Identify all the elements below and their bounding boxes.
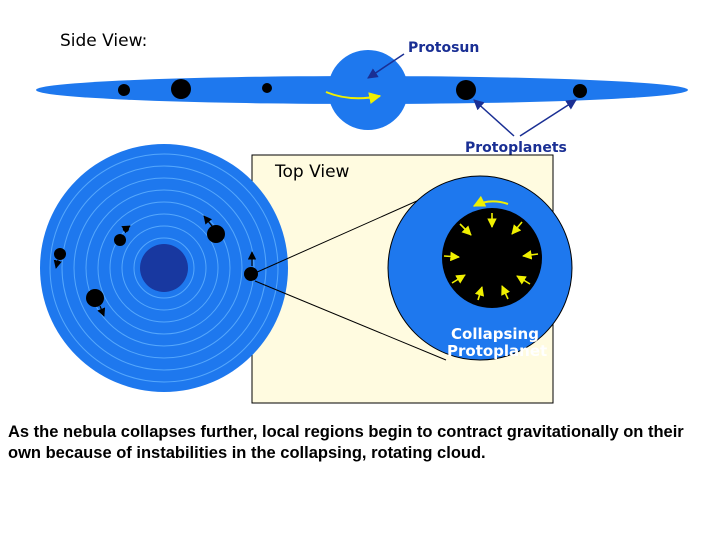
protoplanet (456, 80, 476, 100)
collapsing-label-line1: Collapsing (451, 325, 539, 343)
collapsing-protoplanet: Collapsing Protoplanet (387, 175, 573, 361)
protosun-core (140, 244, 188, 292)
protoplanet (114, 234, 126, 246)
top-view-label: Top View (274, 162, 350, 182)
rotation-arrow (472, 195, 509, 207)
protosun-label: Protosun (408, 40, 479, 56)
side-view-label: Side View: (60, 31, 147, 51)
protoplanets-label: Protoplanets (465, 140, 567, 156)
zoom-line-bottom (254, 280, 447, 361)
protosun-pointer (367, 53, 405, 79)
protoplanet (118, 84, 130, 96)
nebula-top-view (40, 144, 288, 392)
protoplanet (573, 84, 587, 98)
protoplanets-pointer (519, 99, 577, 137)
side-view: Side View: Protosun Protoplanets (36, 31, 688, 156)
selected-protoplanet (244, 267, 258, 281)
protoplanet (171, 79, 191, 99)
caption: As the nebula collapses further, local r… (8, 423, 684, 462)
protoplanet (86, 289, 104, 307)
protoplanet (54, 248, 66, 260)
protoplanet (207, 225, 225, 243)
collapsing-label-line2: Protoplanet (447, 342, 547, 360)
rotation-arrow (325, 91, 382, 104)
nebula-rings (49, 153, 279, 383)
collapse-arrows (443, 213, 539, 301)
protoplanets-pointer (473, 99, 515, 137)
protoplanet (262, 83, 272, 93)
nebula-disk-edge-on (36, 76, 688, 104)
